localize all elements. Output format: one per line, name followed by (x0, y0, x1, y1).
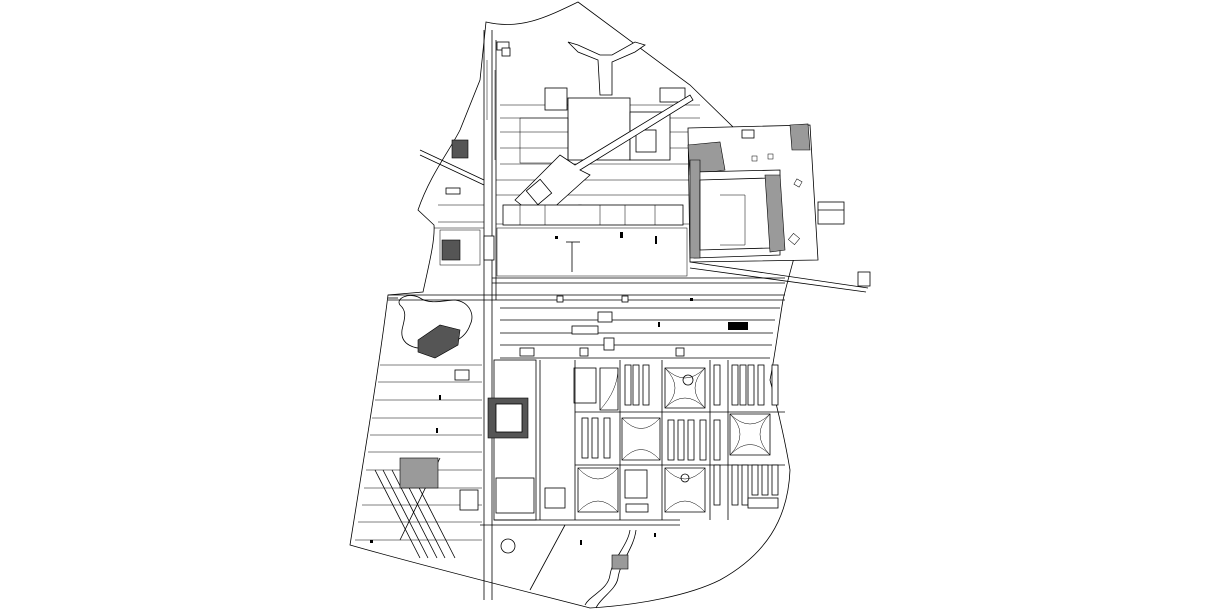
site-boundary (349, 1, 809, 609)
southeast-grid (574, 360, 785, 520)
southwest-parcels (355, 364, 482, 559)
south-features (580, 529, 656, 609)
scattered-markers (370, 295, 748, 543)
north-complex (486, 41, 694, 277)
west-plots (388, 139, 495, 359)
central-block (480, 359, 680, 591)
northeast-building (687, 123, 871, 293)
